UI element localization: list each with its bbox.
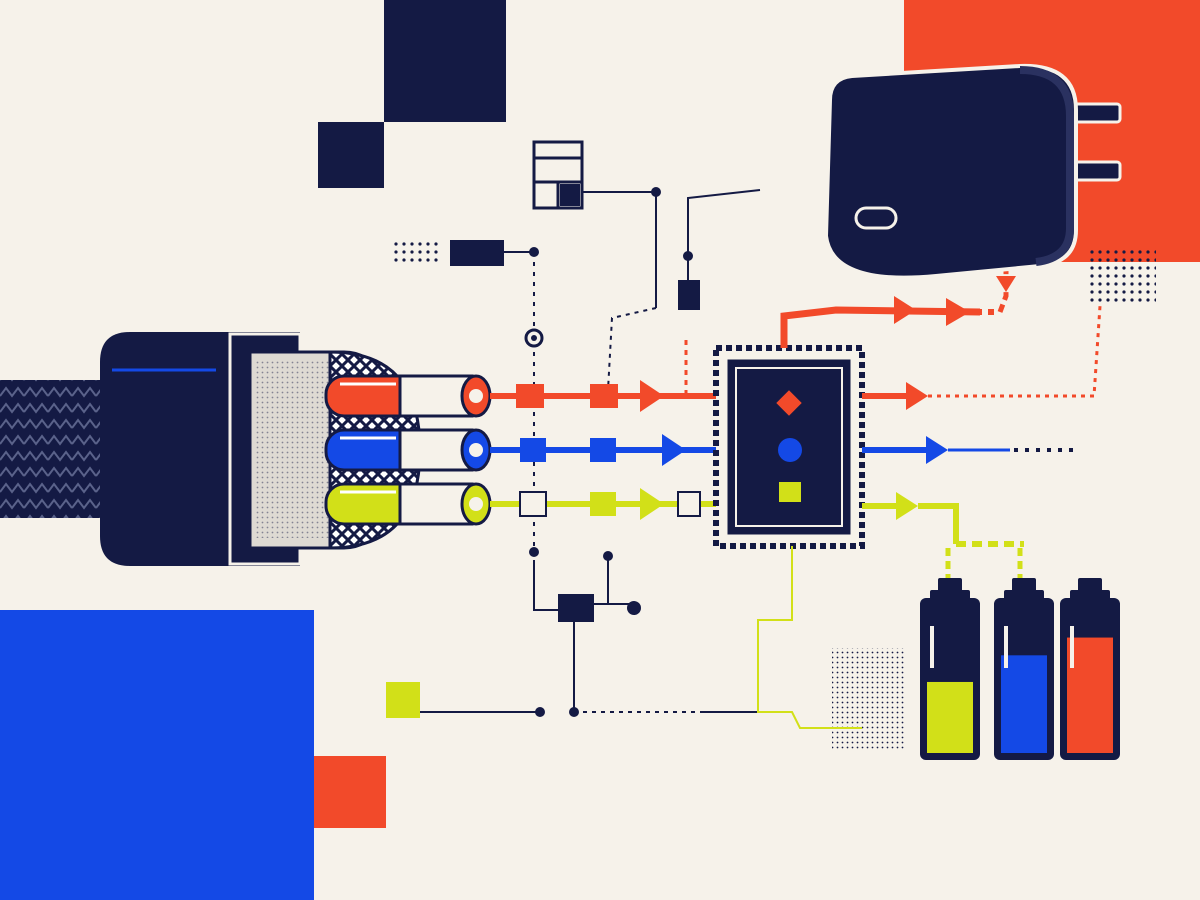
signal-line-orange: [490, 340, 720, 412]
wire-orange: [324, 374, 492, 418]
resistor-block-low: [558, 594, 594, 622]
resistor-block-mid: [678, 280, 700, 310]
wire-blue: [324, 428, 492, 472]
battery-fill-1: [927, 681, 973, 753]
connector-nodes: [524, 187, 693, 717]
dot-grid-right: [1088, 250, 1156, 306]
battery-1: [920, 578, 980, 760]
usb-cable-cross-section-icon: [0, 332, 492, 566]
controller-chip-icon: [713, 345, 865, 549]
small-navy-block: [318, 122, 384, 188]
lime-square-block: [386, 682, 420, 718]
signal-line-blue: [490, 434, 720, 466]
small-orange-block: [314, 756, 386, 828]
top-navy-block: [384, 0, 506, 122]
charger-feed-line: [780, 262, 1016, 348]
resistor-block-top: [450, 240, 504, 266]
output-line-lime: [757, 492, 1024, 729]
battery-2: [994, 578, 1054, 760]
battery-3: [1060, 578, 1120, 760]
output-line-orange: [862, 305, 1102, 410]
wall-charger-plug-icon: [823, 63, 1122, 280]
dot-texture-lower: [832, 648, 906, 750]
output-line-blue: [862, 436, 1076, 464]
signal-line-lime: [490, 488, 720, 520]
dot-grid-top-left: [390, 238, 440, 266]
battery-level-icon: [920, 578, 1120, 760]
window-widget: [532, 140, 584, 210]
battery-fill-3: [1067, 637, 1113, 753]
blue-corner-block: [0, 610, 314, 900]
wire-lime: [324, 482, 492, 526]
battery-fill-2: [1001, 655, 1047, 753]
